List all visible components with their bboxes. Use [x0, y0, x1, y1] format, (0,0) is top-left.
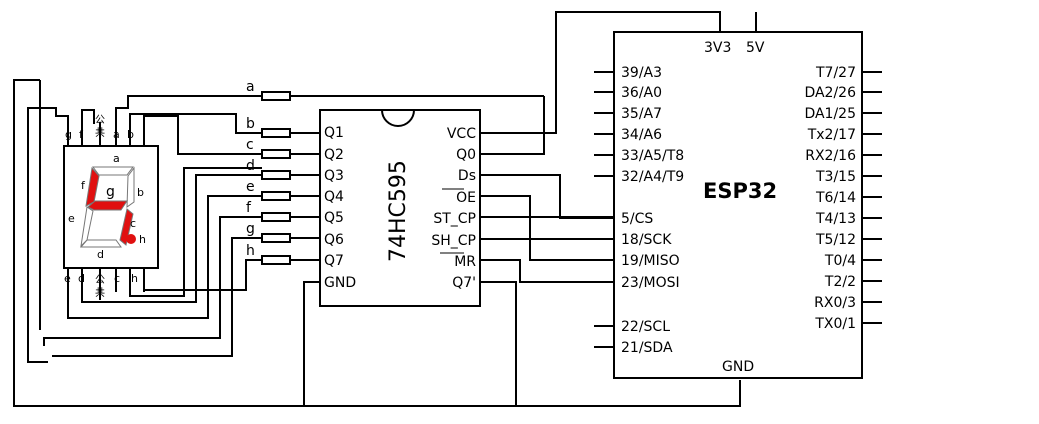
esp32-pin-2: T2/2	[824, 274, 856, 290]
sr-pin-mr: MR	[454, 254, 476, 270]
display-pin-b: b	[127, 128, 134, 141]
esp32-name: ESP32	[703, 179, 777, 203]
segment-d	[79, 239, 122, 248]
display-pin-f: f	[79, 128, 84, 141]
esp32-pin-15: T3/15	[815, 169, 856, 185]
notch-icon	[381, 109, 415, 127]
sr-pin-q3: Q3	[324, 168, 344, 184]
sr-pin-gnd: GND	[324, 275, 356, 291]
segment-label-c: c	[130, 217, 136, 230]
esp32-pin-1: TX0/1	[814, 316, 856, 332]
seven-segment-display: g f 公 共 a b e d 公 共 c h a b c d e f g h	[63, 115, 159, 299]
display-pin-common-3: 公	[95, 275, 105, 286]
display-pin-common-1: 公	[95, 115, 105, 126]
esp32-pin-16: RX2/16	[805, 148, 856, 164]
esp32-pin-19: 19/MISO	[621, 253, 680, 269]
sr-pin-oe: OE	[456, 190, 476, 206]
resistor-label-g: g	[246, 221, 255, 237]
esp32-pin-21: 21/SDA	[621, 340, 673, 356]
display-pin-g: g	[65, 128, 72, 141]
resistor-label-d: d	[246, 158, 255, 174]
resistor-g	[261, 233, 291, 243]
esp32-pin-34: 34/A6	[621, 127, 662, 143]
resistor-h	[261, 255, 291, 265]
esp32-pin-26: DA2/26	[804, 85, 856, 101]
esp32-pin-14: T6/14	[815, 190, 856, 206]
resistor-f	[261, 212, 291, 222]
sr-pin-q7: Q7	[324, 253, 344, 269]
esp32-body	[613, 31, 863, 379]
esp32-pin-5: 5/CS	[621, 211, 653, 227]
segment-e	[80, 206, 94, 248]
display-pin-a: a	[113, 128, 120, 141]
segment-label-a: a	[113, 152, 120, 165]
esp32-pin-39: 39/A3	[621, 65, 662, 81]
display-pin-e: e	[64, 272, 71, 285]
esp32-pin-18: 18/SCK	[621, 232, 672, 248]
sr-pin-q4: Q4	[324, 189, 344, 205]
display-pin-h: h	[131, 272, 138, 285]
sr-pin-st-cp: ST_CP	[433, 211, 476, 227]
esp32-pin-13: T4/13	[815, 211, 856, 227]
shift-register-name: 74HC595	[386, 160, 411, 262]
sr-pin-q0: Q0	[456, 147, 476, 163]
resistor-d	[261, 170, 291, 180]
wiring	[13, 11, 757, 407]
esp32-pin-12: T5/12	[815, 232, 856, 248]
esp32-pin-35: 35/A7	[621, 106, 662, 122]
segment-g	[87, 200, 128, 211]
sr-pin-sh-cp: SH_CP	[431, 233, 476, 249]
esp32-pin-36: 36/A0	[621, 85, 662, 101]
shift-register-body	[319, 109, 481, 307]
segments	[79, 166, 136, 248]
esp32-pin-gnd: GND	[722, 359, 754, 375]
esp32-pin-3: RX0/3	[814, 295, 856, 311]
sr-pin-q5: Q5	[324, 210, 344, 226]
esp32-pin-32: 32/A4/T9	[621, 169, 684, 185]
segment-label-e: e	[68, 212, 75, 225]
sr-pin-q2: Q2	[324, 147, 344, 163]
esp32-pin-3v3: 3V3	[704, 40, 731, 56]
segment-b	[126, 166, 135, 208]
resistor-label-c: c	[246, 137, 254, 153]
segment-h-dot	[126, 234, 136, 244]
sr-pin-q1: Q1	[324, 125, 344, 141]
esp32-pin-22: 22/SCL	[621, 319, 670, 335]
esp32-pin-33: 33/A5/T8	[621, 148, 684, 164]
display-pin-common-2: 共	[95, 127, 105, 139]
esp32-pin-4: T0/4	[824, 253, 856, 269]
resistor-a	[261, 91, 291, 101]
esp32-pin-5v: 5V	[746, 40, 765, 56]
shift-register-74hc595: 74HC595 Q1 Q2 Q3 Q4 Q5 Q6 Q7 GND VCC Q0 …	[319, 109, 481, 307]
sr-pin-ds: Ds	[458, 168, 476, 184]
resistor-e	[261, 191, 291, 201]
esp32-pin-27: T7/27	[815, 65, 856, 81]
sr-pin-vcc: VCC	[447, 126, 476, 142]
esp32-module: ESP32 3V3 5V GND	[594, 31, 882, 379]
esp32-pin-17: Tx2/17	[807, 127, 856, 143]
segment-label-d: d	[97, 248, 104, 261]
sr-pin-q6: Q6	[324, 232, 344, 248]
segment-label-g: g	[106, 184, 115, 200]
segment-label-h: h	[139, 233, 146, 246]
display-pin-c: c	[114, 272, 120, 285]
resistor-label-h: h	[246, 243, 255, 259]
sr-pin-q7-prime: Q7'	[452, 275, 476, 291]
resistor-label-b: b	[246, 116, 255, 132]
esp32-pin-23: 23/MOSI	[621, 275, 680, 291]
resistor-label-a: a	[246, 79, 255, 95]
resistor-b	[261, 128, 291, 138]
segment-label-f: f	[81, 179, 86, 192]
resistor-label-f: f	[246, 200, 252, 216]
esp32-pin-25: DA1/25	[804, 106, 856, 122]
resistor-bank: a b c d e f g h	[246, 79, 291, 265]
display-pin-d: d	[78, 272, 85, 285]
segment-a	[92, 166, 134, 176]
resistor-c	[261, 149, 291, 159]
resistor-label-e: e	[246, 179, 255, 195]
segment-c	[119, 208, 134, 246]
segment-label-b: b	[137, 186, 144, 199]
